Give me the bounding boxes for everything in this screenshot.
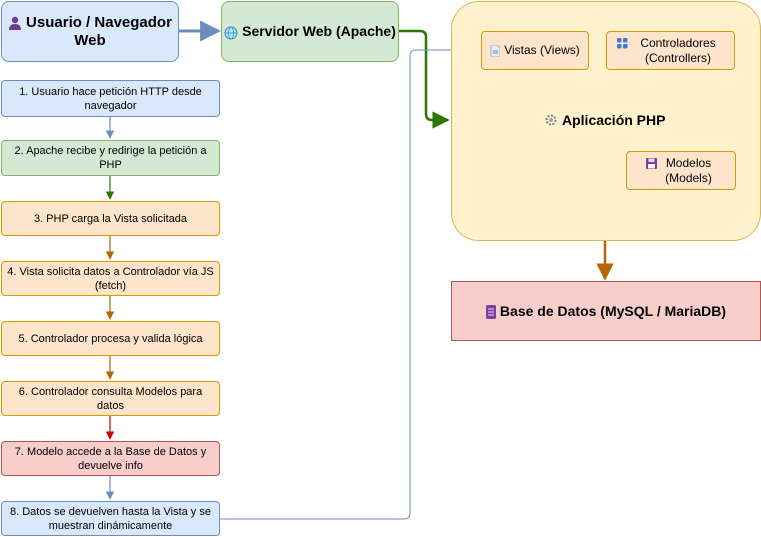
controllers-label: Controladores (Controllers) [640,35,716,65]
step-1: 1. Usuario hace petición HTTP desde nave… [1,80,220,117]
step-4-label: 4. Vista solicita datos a Controlador ví… [7,265,214,292]
models-label: Modelos (Models) [665,155,712,185]
step-1-label: 1. Usuario hace petición HTTP desde nave… [19,85,202,112]
controllers-node: Controladores (Controllers) [606,31,735,70]
edge-webserver-to-php [399,29,450,129]
user-icon [8,16,22,30]
step-7-label: 7. Modelo accede a la Base de Datos y de… [14,445,207,472]
views-node: Vistas (Views) [481,31,589,70]
globe-icon [224,26,238,40]
database-node: Base de Datos (MySQL / MariaDB) [451,281,761,341]
step-8-label: 8. Datos se devuelven hasta la Vista y s… [10,505,211,532]
step-3: 3. PHP carga la Vista solicitada [1,201,220,236]
database-label: Base de Datos (MySQL / MariaDB) [499,302,727,319]
php-app-label: Aplicación PHP [562,112,666,128]
step-5-label: 5. Controlador procesa y valida lógica [18,332,203,345]
user-browser-label: Usuario / Navegador Web [26,13,172,49]
web-server-node: Servidor Web (Apache) [221,1,399,62]
step-2: 2. Apache recibe y redirige la petición … [1,140,220,176]
gear-icon [544,113,558,127]
step-3-label: 3. PHP carga la Vista solicitada [33,212,188,225]
document-icon [490,44,501,57]
floppy-disk-icon [645,157,657,169]
step-6: 6. Controlador consulta Modelos para dat… [1,381,220,416]
edge-step8-to-views [220,46,480,520]
step-7: 7. Modelo accede a la Base de Datos y de… [1,441,220,476]
step-5: 5. Controlador procesa y valida lógica [1,321,220,356]
step-8: 8. Datos se devuelven hasta la Vista y s… [1,501,220,536]
server-icon [485,305,496,320]
models-node: Modelos (Models) [626,151,736,190]
step-4: 4. Vista solicita datos a Controlador ví… [1,261,220,296]
php-app-title: Aplicación PHP [544,110,704,130]
step-6-label: 6. Controlador consulta Modelos para dat… [18,385,203,412]
user-browser-node: Usuario / Navegador Web [1,1,179,62]
grid-icon [617,37,628,49]
views-label: Vistas (Views) [504,43,580,57]
step-2-label: 2. Apache recibe y redirige la petición … [14,145,207,171]
web-server-label: Servidor Web (Apache) [242,23,396,40]
